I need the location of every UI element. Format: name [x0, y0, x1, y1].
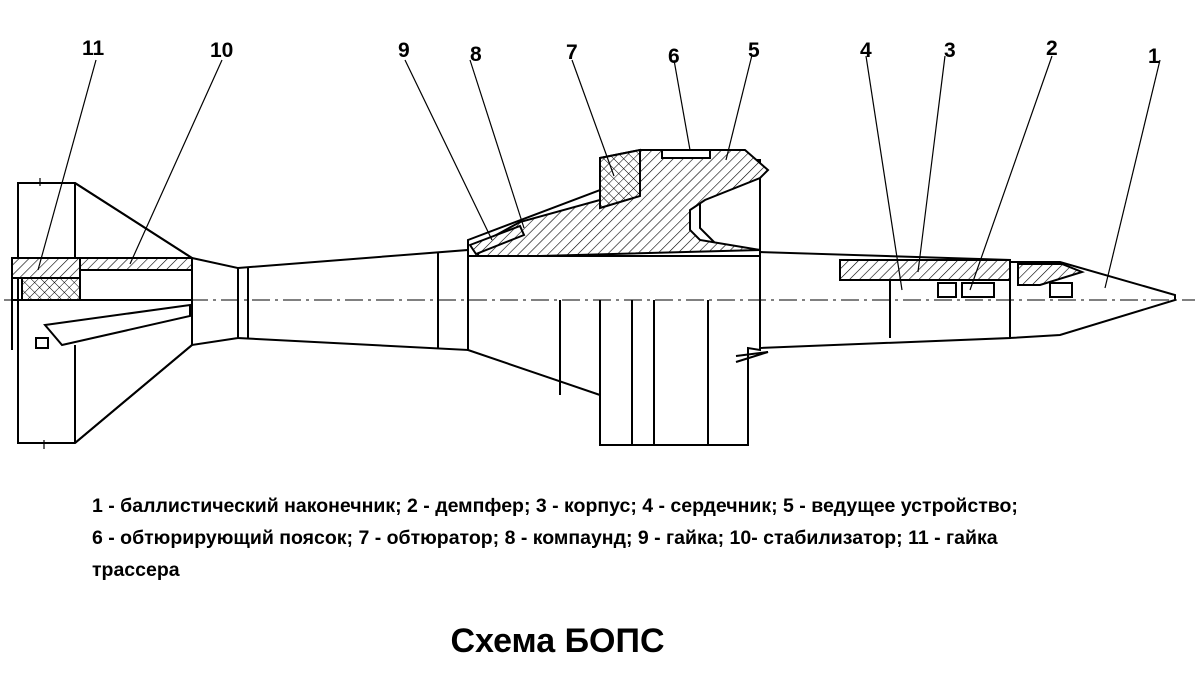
diagram-caption: Схема БОПС: [450, 622, 665, 660]
legend-line-3: трассера: [92, 559, 180, 581]
callout-8: 8: [470, 43, 482, 66]
callout-10: 10: [210, 39, 233, 62]
leader-lines: [37, 54, 1161, 291]
callout-5: 5: [748, 39, 760, 62]
legend: 1 - баллистический наконечник; 2 - демпф…: [92, 490, 1172, 586]
legend-line-2: 6 - обтюрирующий поясок; 7 - обтюратор; …: [92, 527, 998, 549]
legend-line-1: 1 - баллистический наконечник; 2 - демпф…: [92, 495, 1018, 517]
stabilizer: [11, 178, 193, 449]
callout-4: 4: [860, 39, 872, 62]
callout-2: 2: [1046, 37, 1058, 60]
sabot: [467, 148, 840, 446]
callout-1: 1: [1148, 45, 1160, 68]
callout-11: 11: [82, 37, 105, 60]
projectile-drawing: 1 2 3 4 5 6 7 8 9 10 11: [4, 37, 1195, 449]
callout-3: 3: [944, 39, 956, 62]
tracer-nut-section: [11, 257, 81, 279]
callout-7: 7: [566, 41, 578, 64]
callout-6: 6: [668, 45, 680, 68]
stabilizer-section: [79, 257, 193, 271]
callout-9: 9: [398, 39, 410, 62]
